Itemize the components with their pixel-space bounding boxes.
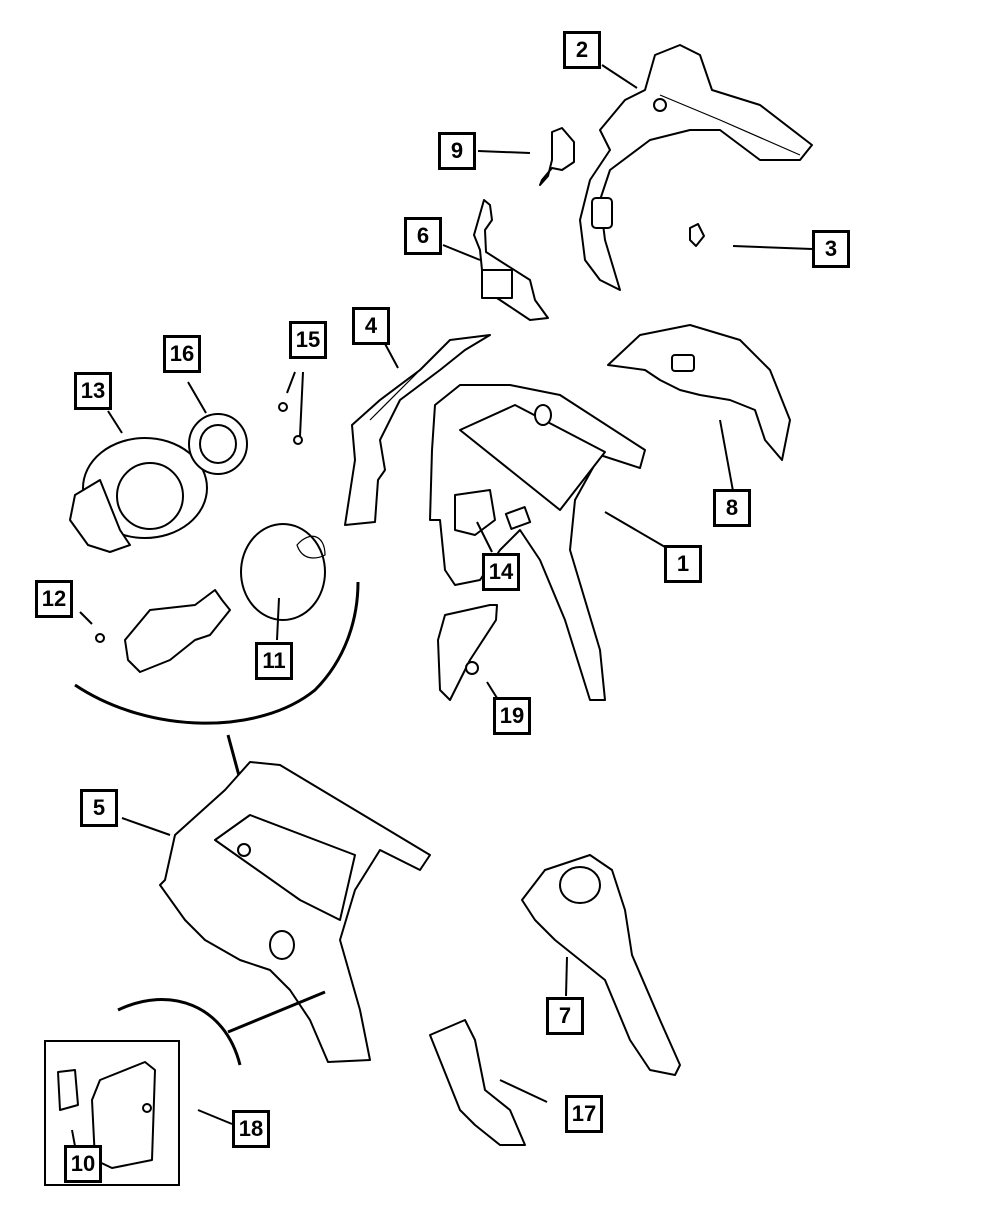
part-5-quarter-panel [159, 761, 431, 1063]
callout-8[interactable]: 8 [713, 489, 751, 527]
detail-inset-box [44, 1040, 180, 1186]
callout-11[interactable]: 11 [255, 642, 293, 680]
callout-10[interactable]: 10 [64, 1145, 102, 1183]
callout-12[interactable]: 12 [35, 580, 73, 618]
part-17-lower-extension [429, 1019, 526, 1146]
detail-arc-upper [74, 581, 360, 725]
part-3-bracket [689, 223, 705, 247]
callout-3[interactable]: 3 [812, 230, 850, 268]
callout-14[interactable]: 14 [482, 553, 520, 591]
part-16-seal-ring [188, 413, 248, 475]
part-13-filler-housing [69, 437, 208, 553]
part-6-reinforcement [473, 199, 549, 321]
callout-17[interactable]: 17 [565, 1095, 603, 1133]
part-7-wheelhouse-outer [521, 854, 681, 1076]
callout-6[interactable]: 6 [404, 217, 442, 255]
detail-arc-lower [117, 997, 242, 1066]
part-19-lower-bracket [437, 604, 498, 701]
callout-15[interactable]: 15 [289, 321, 327, 359]
callout-7[interactable]: 7 [546, 997, 584, 1035]
part-15-push-pins [278, 402, 303, 445]
part-11-fuel-door [240, 523, 326, 621]
part-8-wheelhouse-inner [607, 324, 791, 461]
part-1-aperture-inner [429, 384, 646, 701]
callout-9[interactable]: 9 [438, 132, 476, 170]
fuel-door-mechanism [124, 589, 231, 673]
callout-16[interactable]: 16 [163, 335, 201, 373]
callout-4[interactable]: 4 [352, 307, 390, 345]
part-2-rear-rail [579, 44, 813, 291]
callout-19[interactable]: 19 [493, 697, 531, 735]
callout-1[interactable]: 1 [664, 545, 702, 583]
part-12-screw [95, 633, 105, 643]
part-4-d-pillar [344, 334, 491, 526]
part-10-bracket-detail [57, 1061, 156, 1169]
leader-lines [71, 64, 813, 1147]
part-9-bracket [539, 127, 575, 186]
detail-leader-lower [227, 990, 326, 1034]
callout-5[interactable]: 5 [80, 789, 118, 827]
callout-2[interactable]: 2 [563, 31, 601, 69]
callout-18[interactable]: 18 [232, 1110, 270, 1148]
callout-13[interactable]: 13 [74, 372, 112, 410]
